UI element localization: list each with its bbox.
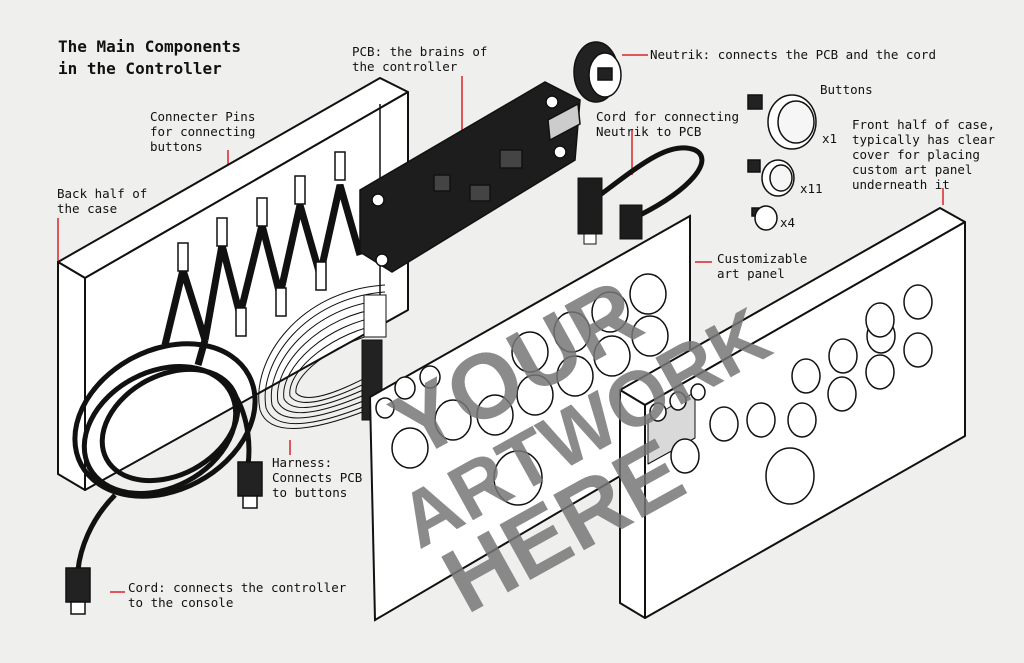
pcb <box>359 81 581 273</box>
art-panel-holes <box>375 273 669 506</box>
harness <box>258 284 387 429</box>
console-cord <box>72 341 258 571</box>
label-harness: Harness: Connects PCB to buttons <box>272 455 363 500</box>
label-back-case: Back half of the case <box>57 186 148 216</box>
count-large-button: x1 <box>822 131 838 146</box>
page-title: The Main Components in the Controller <box>58 37 242 78</box>
label-buttons: Buttons <box>820 82 873 97</box>
label-pcb: PCB: the brains of the controller <box>352 44 488 74</box>
label-art-panel: Customizable art panel <box>717 251 808 281</box>
neutrik <box>573 41 622 103</box>
art-panel <box>368 214 691 622</box>
neutrik-cord <box>577 145 705 245</box>
label-neutrik: Neutrik: connects the PCB and the cord <box>650 47 936 62</box>
front-case-holes <box>649 284 933 505</box>
label-console-cord: Cord: connects the controller to the con… <box>128 580 347 610</box>
label-neutrik-cord: Cord for connecting Neutrik to PCB <box>596 109 739 139</box>
front-case <box>619 207 966 619</box>
label-connector-pins: Connecter Pins for connecting buttons <box>150 109 256 154</box>
usb-plugs <box>65 461 263 615</box>
count-medium-button: x11 <box>800 181 823 196</box>
count-small-button: x4 <box>780 215 796 230</box>
label-front-case: Front half of case, typically has clear … <box>852 117 995 192</box>
loose-buttons <box>747 94 817 231</box>
